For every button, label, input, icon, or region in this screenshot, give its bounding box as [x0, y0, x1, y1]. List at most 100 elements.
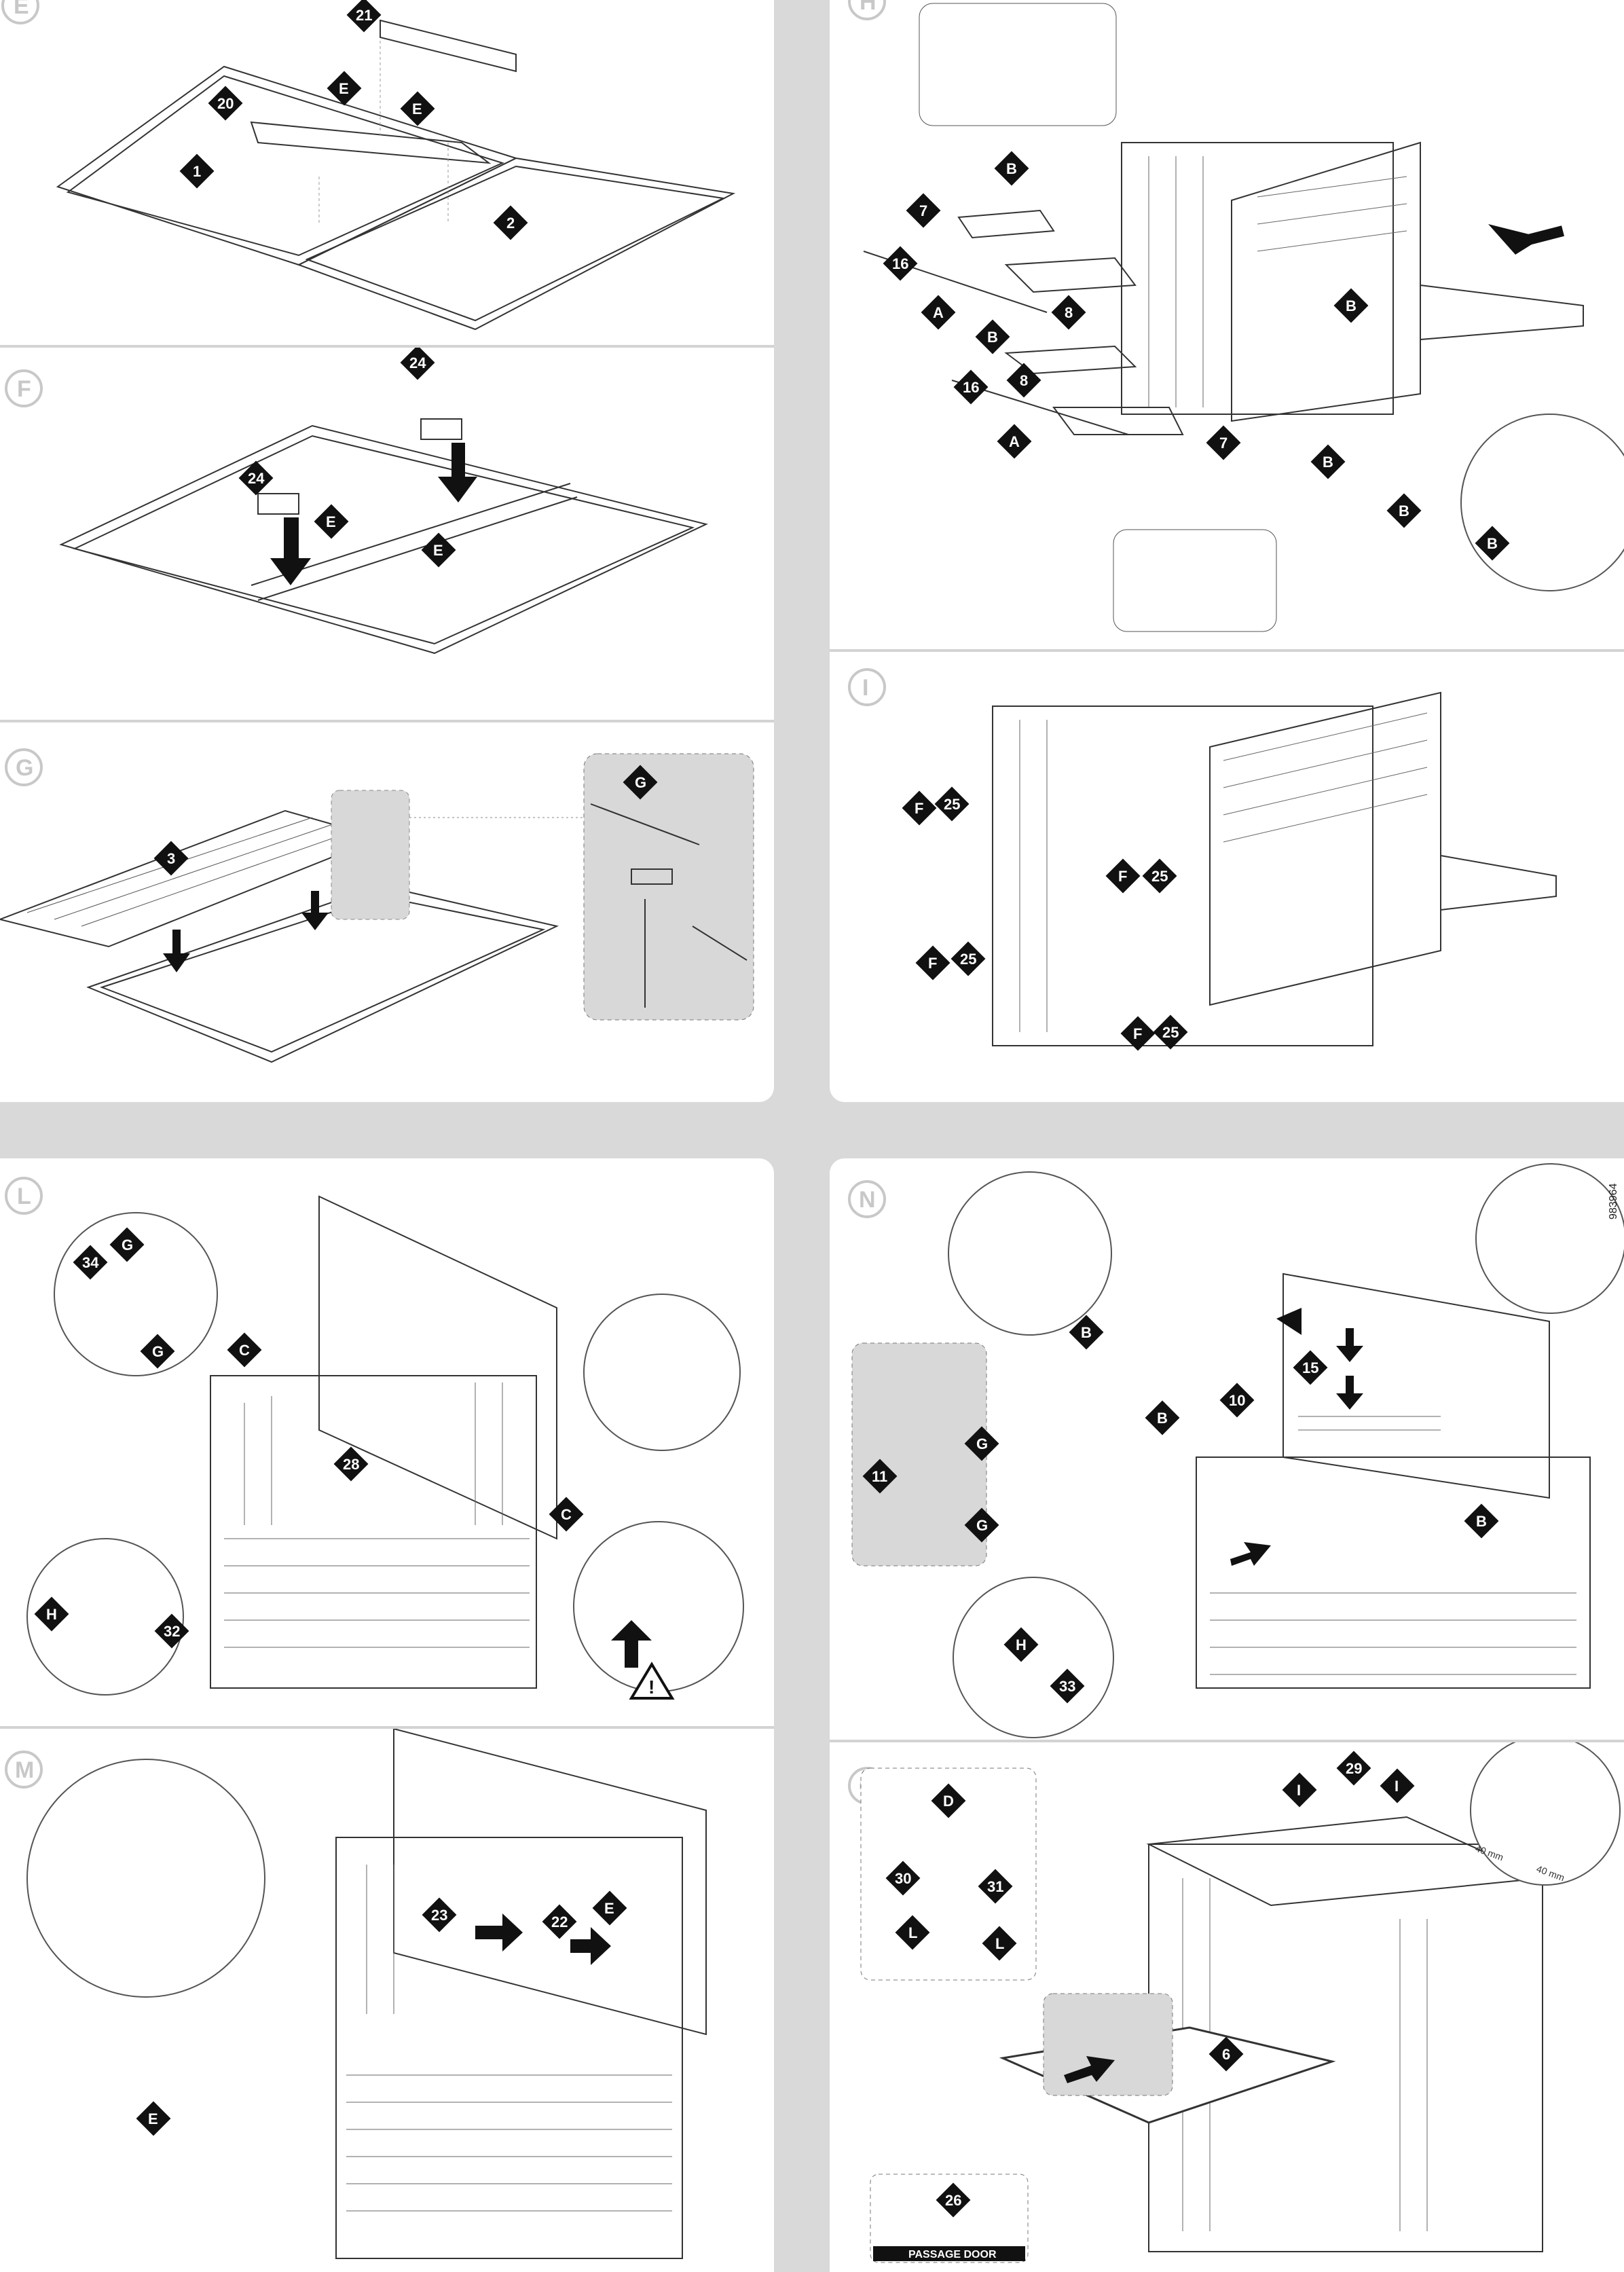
- svg-text:G: G: [122, 1236, 133, 1253]
- step-f-diagram: F 24 24 E E: [5, 348, 708, 655]
- step-e-section: E 21 20 E E 1 2: [0, 0, 774, 345]
- svg-text:F: F: [1133, 1025, 1142, 1042]
- callout-badge: G: [140, 1334, 175, 1369]
- svg-text:L: L: [995, 1935, 1004, 1952]
- svg-text:34: 34: [82, 1254, 99, 1271]
- svg-text:B: B: [1476, 1513, 1487, 1530]
- svg-text:29: 29: [1346, 1760, 1362, 1777]
- svg-text:D: D: [943, 1793, 954, 1810]
- step-g-diagram: G 3: [0, 748, 754, 1063]
- callout-badge: 16: [953, 369, 989, 405]
- part-code: 983964: [1608, 1183, 1619, 1220]
- svg-text:E: E: [433, 542, 443, 559]
- callout-badge: A: [921, 295, 956, 330]
- svg-text:25: 25: [1151, 868, 1168, 885]
- svg-text:A: A: [933, 304, 944, 321]
- callout-badge: 25: [1153, 1014, 1188, 1050]
- callout-badge: 7: [906, 193, 941, 228]
- callout-badge: E: [400, 91, 435, 126]
- callout-badge: 1: [179, 153, 215, 189]
- callout-badge: B: [1333, 288, 1369, 323]
- callout-badge: 3: [153, 841, 189, 876]
- callout-badge: 7: [1206, 425, 1241, 460]
- svg-text:E: E: [339, 80, 349, 97]
- callout-badge: 24: [238, 460, 274, 496]
- svg-text:21: 21: [356, 7, 372, 24]
- callouts-e: 21 20 E E 1 2: [179, 0, 528, 240]
- callout-badge: B: [1069, 1315, 1104, 1350]
- callout-badge: 24: [400, 348, 435, 380]
- callout-badge: B: [1386, 493, 1422, 528]
- callout-badge: C: [549, 1497, 584, 1532]
- svg-text:30: 30: [895, 1870, 911, 1887]
- svg-text:16: 16: [892, 255, 908, 272]
- callout-badge: 15: [1293, 1350, 1328, 1385]
- panel-right-top: H B 7: [830, 0, 1624, 1102]
- svg-text:32: 32: [164, 1623, 180, 1640]
- step-l-label: L: [17, 1184, 31, 1209]
- svg-text:26: 26: [945, 2192, 961, 2209]
- panel-left-bottom: L ! 34 G G C 28 C: [0, 1158, 774, 2272]
- svg-text:G: G: [976, 1517, 988, 1534]
- step-m-label: M: [15, 1757, 34, 1783]
- step-h-section: H B 7: [830, 0, 1624, 649]
- step-f-label: F: [17, 376, 31, 402]
- callout-badge: F: [1120, 1016, 1156, 1051]
- callout-badge: G: [109, 1227, 145, 1262]
- svg-text:!: !: [648, 1676, 654, 1698]
- svg-text:25: 25: [944, 796, 960, 813]
- callout-badge: C: [227, 1332, 262, 1368]
- callout-badge: 34: [73, 1245, 108, 1280]
- callout-badge: E: [421, 532, 456, 568]
- svg-text:B: B: [1157, 1410, 1168, 1427]
- divider-n-o: [830, 1740, 1624, 1742]
- divider-f-g: [0, 720, 774, 722]
- callout-badge: 20: [208, 86, 243, 121]
- callout-badge: 25: [951, 941, 986, 976]
- callout-badge: 28: [333, 1446, 369, 1482]
- svg-text:24: 24: [248, 470, 265, 487]
- svg-text:E: E: [326, 513, 336, 530]
- svg-text:31: 31: [987, 1878, 1003, 1895]
- callout-badge: 8: [1006, 363, 1041, 398]
- svg-text:15: 15: [1302, 1359, 1318, 1376]
- svg-text:I: I: [1297, 1782, 1301, 1799]
- step-h-diagram: H B 7: [848, 0, 1624, 632]
- callout-badge: B: [1464, 1503, 1499, 1539]
- callout-badge: 16: [883, 246, 918, 281]
- svg-text:E: E: [148, 2110, 158, 2127]
- panel-left-top: E 21 20 E E 1 2: [0, 0, 774, 1102]
- svg-text:B: B: [1323, 454, 1333, 471]
- svg-text:L: L: [908, 1924, 917, 1941]
- step-o-diagram: O PASSAGE DOOR 40 mm 40 mm D 30 31 L L: [848, 1742, 1621, 2263]
- svg-text:B: B: [1081, 1324, 1092, 1341]
- svg-text:28: 28: [343, 1456, 359, 1473]
- svg-text:B: B: [1487, 535, 1498, 552]
- svg-text:F: F: [928, 955, 937, 972]
- divider-e-f: [0, 345, 774, 348]
- step-l-section: L ! 34 G G C 28 C: [0, 1158, 774, 1726]
- callout-badge: G: [623, 765, 658, 800]
- step-f-section: F 24 24 E E: [0, 348, 774, 720]
- step-m-diagram: M 23 22 E E: [5, 1729, 707, 2259]
- svg-text:2: 2: [506, 215, 515, 232]
- callouts-g: 3 G: [153, 765, 658, 876]
- callout-badge: 25: [934, 786, 970, 822]
- passage-door-label: PASSAGE DOOR: [908, 2249, 997, 2260]
- svg-text:7: 7: [919, 202, 927, 219]
- step-h-label: H: [860, 0, 876, 15]
- svg-text:8: 8: [1020, 372, 1028, 389]
- svg-text:E: E: [412, 100, 422, 117]
- step-o-section: O PASSAGE DOOR 40 mm 40 mm D 30 31 L L: [830, 1742, 1624, 2272]
- callout-badge: B: [1145, 1400, 1180, 1435]
- callout-badge: 21: [346, 0, 382, 33]
- callout-badge: 23: [422, 1897, 457, 1932]
- svg-text:11: 11: [872, 1468, 887, 1485]
- callout-badge: 29: [1336, 1751, 1371, 1786]
- svg-text:22: 22: [551, 1913, 568, 1930]
- svg-text:B: B: [1346, 297, 1357, 314]
- svg-text:20: 20: [217, 95, 234, 112]
- svg-text:6: 6: [1222, 2046, 1230, 2063]
- callout-badge: F: [902, 790, 937, 826]
- callout-badge: 10: [1219, 1382, 1255, 1418]
